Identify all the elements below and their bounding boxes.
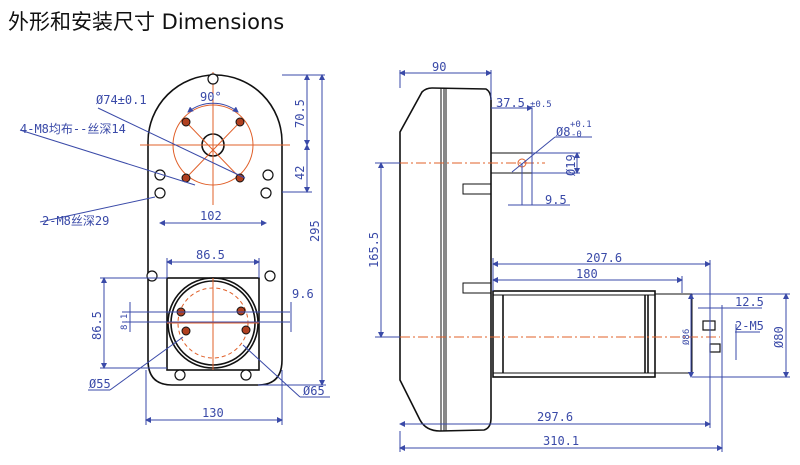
- dim-295-label: 295: [308, 220, 322, 242]
- front-view: Ø74±0.1 90° 4-M8均布--丝深14 2-M8丝深29 102 70…: [19, 72, 330, 425]
- dia86-label: Ø86: [681, 329, 692, 345]
- m5-label: 2-M5: [735, 319, 764, 333]
- dim-130-label: 130: [202, 406, 224, 420]
- page-title: 外形和安装尺寸 Dimensions: [8, 10, 285, 34]
- dim-70-5-label: 70.5: [293, 99, 307, 128]
- gearbox-side-outline: [399, 87, 492, 432]
- dia8-label: Ø8: [556, 125, 570, 139]
- tol-dia8-upper-label: +0.1: [570, 120, 592, 130]
- dim-86-5-v-label: 86.5: [90, 311, 104, 340]
- dim-86-5-h-label: 86.5: [196, 248, 225, 262]
- dim-90-label: 90: [432, 60, 446, 74]
- motor-body: [492, 290, 693, 378]
- dim-310-1-label: 310.1: [543, 434, 579, 448]
- dia74-label: Ø74±0.1: [96, 93, 147, 107]
- dim-9-5-label: 9.5: [545, 193, 567, 207]
- holes-2m8-label: 2-M8丝深29: [42, 214, 109, 228]
- terminal-connector: [709, 343, 721, 353]
- dim-180-label: 180: [576, 267, 598, 281]
- dim-37-5-label: 37.5: [496, 96, 525, 110]
- tol-37-5-label: ±0.5: [530, 100, 552, 110]
- dim-12-5-label: 12.5: [735, 295, 764, 309]
- dim-42-label: 42: [293, 166, 307, 180]
- dim-297-6-label: 297.6: [537, 410, 573, 424]
- terminal-connector: [702, 320, 716, 331]
- angle-label: 90°: [200, 90, 222, 104]
- housing-outline: [147, 74, 283, 386]
- m8-holes: [181, 117, 245, 183]
- dim-207-6-label: 207.6: [586, 251, 622, 265]
- dia19-label: Ø19: [564, 154, 578, 176]
- dia55-label: Ø55: [89, 377, 111, 391]
- dia80-label: Ø80: [772, 326, 786, 348]
- dim-8-1-label: 8.1: [120, 314, 130, 330]
- dim-165-5-label: 165.5: [367, 232, 381, 268]
- dia65-label: Ø65: [303, 384, 325, 398]
- dim-9-6-label: 9.6: [292, 287, 314, 301]
- dim-102-label: 102: [200, 209, 222, 223]
- holes-4m8-label: 4-M8均布--丝深14: [20, 122, 126, 136]
- side-view: 90 37.5 ±0.5 Ø8 +0.1 -0 Ø19 9.5 165.5 20…: [367, 60, 790, 452]
- tol-dia8-lower-label: -0: [571, 130, 582, 140]
